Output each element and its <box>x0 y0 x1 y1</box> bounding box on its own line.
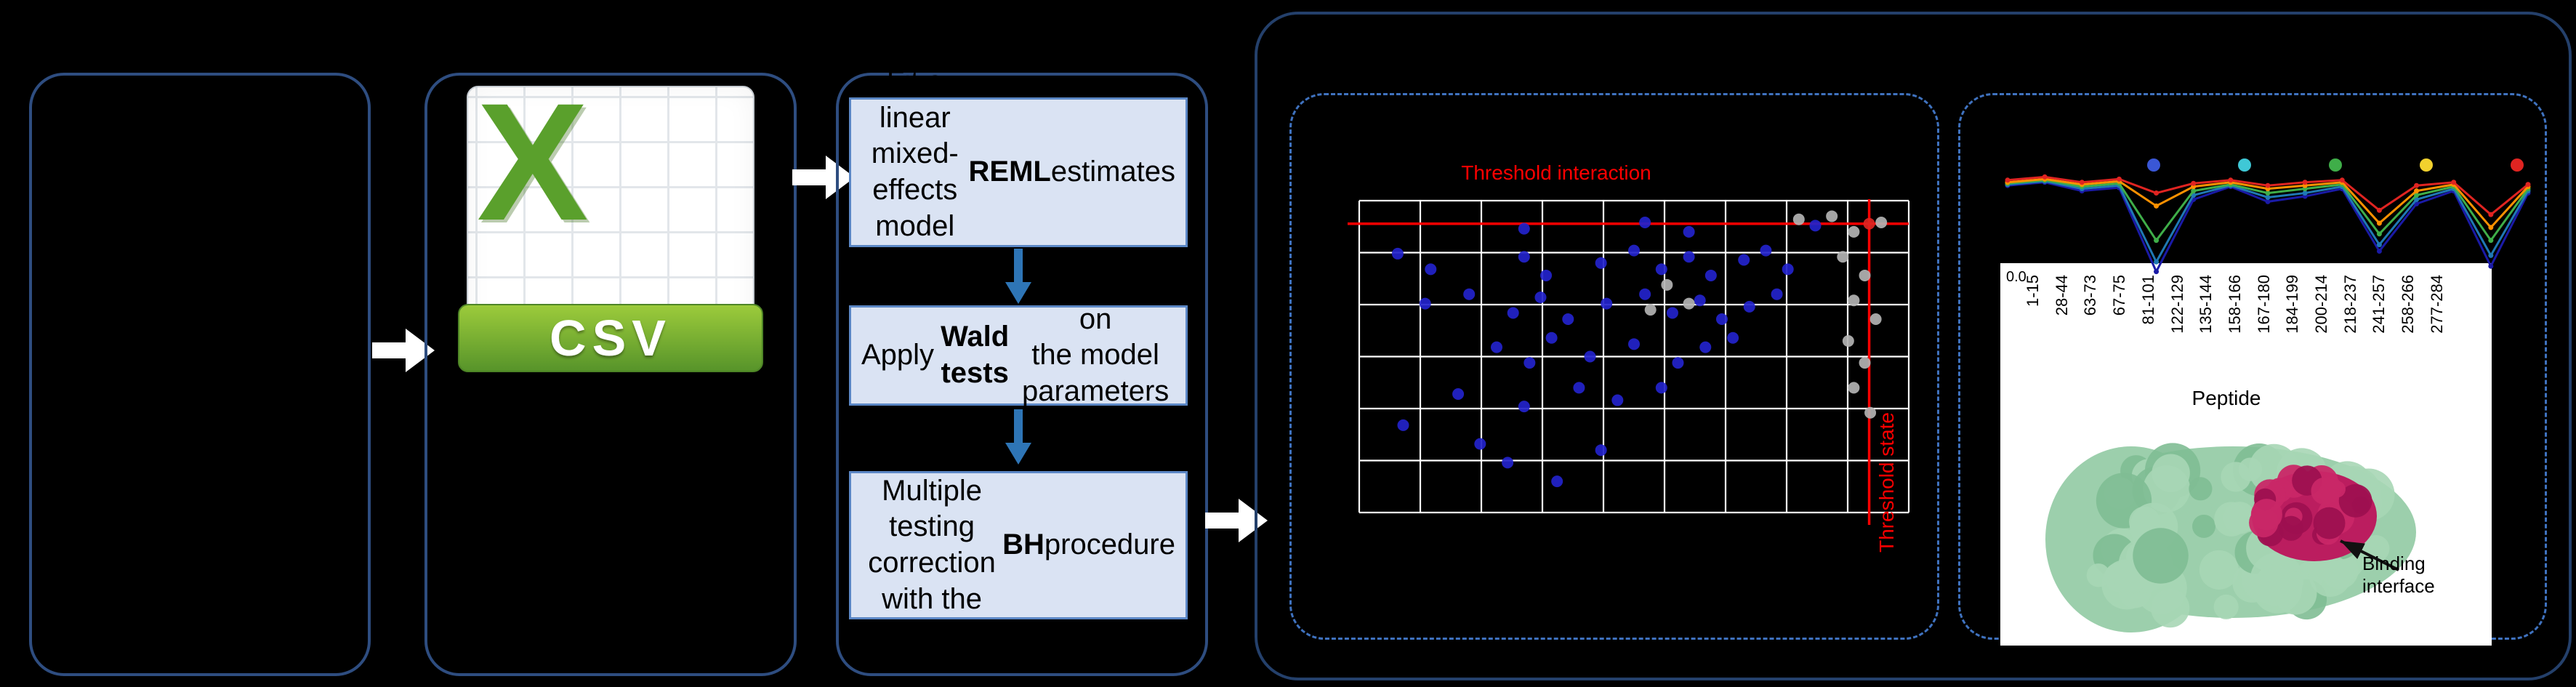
step-box-bh-correction: Multiple testing correction with the BH … <box>849 471 1188 619</box>
csv-file-icon: X CSV <box>458 68 763 377</box>
volcano-threshold-state-label: Threshold state <box>1875 412 1898 553</box>
peptide-tick-label: 167-180 <box>2254 275 2273 334</box>
step-box-fit-model: Fit a linear mixed- effects model with R… <box>849 65 1188 278</box>
step-keyword: BH <box>1002 529 1045 561</box>
step-keyword: Wald tests <box>941 321 1010 389</box>
flow-arrow-3 <box>1205 499 1268 542</box>
volcano-threshold-interaction-label: Threshold interaction <box>1461 161 1651 184</box>
panel-statistics <box>836 73 1208 676</box>
peptide-tick-label: 81-101 <box>2138 275 2157 325</box>
protein-structure <box>2045 443 2416 632</box>
step-arrow-2 <box>1005 409 1031 465</box>
flow-arrow-1 <box>372 329 435 372</box>
csv-x-letter: X <box>477 68 589 255</box>
volcano-plot <box>1348 199 1910 525</box>
peptide-tick-label: 135-144 <box>2197 275 2215 334</box>
peptide-tick-label: 258-266 <box>2399 275 2418 334</box>
step-arrow-1 <box>1005 249 1031 304</box>
step-text: on the model parameters <box>1021 302 1170 407</box>
step-text: procedure <box>1044 529 1175 561</box>
panel-csv <box>424 73 797 676</box>
step-text: estimates <box>1050 156 1175 188</box>
uptake-line-chart <box>2005 158 2531 275</box>
yaxis-tick-label: 0.0 <box>2006 269 2026 285</box>
step-text: Apply <box>861 339 935 371</box>
csv-banner-label: CSV <box>458 304 763 372</box>
step-box-wald-tests: Apply Wald tests on the model parameters <box>849 303 1188 407</box>
peptide-tick-label: 200-214 <box>2312 275 2330 334</box>
flow-arrow-2 <box>792 156 855 199</box>
binding-interface-label: Binding interface <box>2362 553 2435 597</box>
step-text: Fit a linear mixed- effects model with <box>871 65 959 278</box>
binding-interface-arrow <box>2340 539 2399 571</box>
step-text: Multiple testing correction with the <box>868 474 996 615</box>
panel-volcano <box>1289 93 1939 640</box>
panel-input <box>29 73 371 676</box>
peptide-tick-label: 218-237 <box>2340 275 2359 334</box>
results-group-container <box>1255 12 2572 680</box>
peptide-tick-label: 63-73 <box>2081 275 2100 316</box>
peptide-tick-label: 67-75 <box>2110 275 2129 316</box>
step-keyword: REML <box>968 156 1051 188</box>
peptide-tick-label: 122-129 <box>2168 275 2186 334</box>
peptide-tick-label: 158-166 <box>2225 275 2244 334</box>
peptide-tick-label: 241-257 <box>2370 275 2388 334</box>
peptide-tick-label: 277-284 <box>2427 275 2446 334</box>
peptide-tick-label: 28-44 <box>2052 275 2071 316</box>
peptide-tick-label: 184-199 <box>2283 275 2302 334</box>
peptide-axis-title: Peptide <box>2191 387 2261 409</box>
